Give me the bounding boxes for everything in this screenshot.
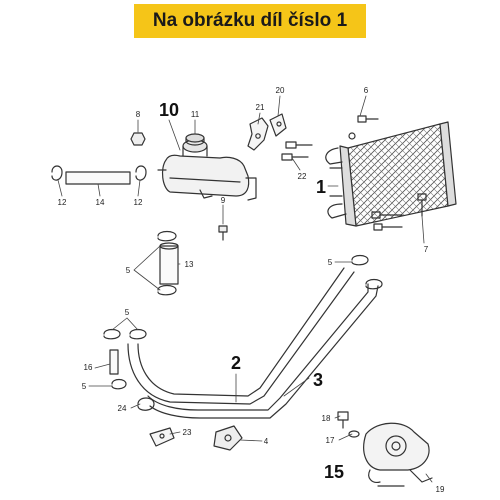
- part-4-fitting[interactable]: [213, 425, 243, 451]
- callout-10: 10: [159, 100, 179, 120]
- callout-5b: 5: [328, 258, 333, 267]
- bracket-part[interactable]: [247, 117, 269, 151]
- nut-part[interactable]: [130, 132, 146, 146]
- pipe-3-part[interactable]: [147, 283, 379, 419]
- callout-5c: 5: [125, 308, 130, 317]
- callout-11: 11: [191, 110, 200, 119]
- clamp-12a-part[interactable]: [51, 165, 63, 181]
- callout-21: 21: [256, 103, 265, 112]
- radiator-part[interactable]: [325, 121, 457, 227]
- clamps-5-right-part[interactable]: [351, 254, 383, 290]
- screws-7-part[interactable]: [371, 193, 427, 231]
- callout-12b: 12: [134, 198, 143, 207]
- callout-4: 4: [264, 437, 269, 446]
- callout-8: 8: [136, 110, 141, 119]
- callout-20: 20: [276, 86, 285, 95]
- callout-14: 14: [96, 198, 105, 207]
- callout-6: 6: [364, 86, 369, 95]
- clamp-12b-part[interactable]: [135, 165, 147, 181]
- callout-7: 7: [424, 245, 429, 254]
- pipe-2-part[interactable]: [127, 267, 355, 405]
- leader-lines: [57, 95, 433, 483]
- callout-19: 19: [436, 485, 445, 494]
- bolt-18-part[interactable]: [337, 411, 349, 429]
- bracket-20-part[interactable]: [269, 113, 287, 137]
- callout-17: 17: [326, 436, 335, 445]
- expansion-tank-part[interactable]: [157, 139, 257, 201]
- hose-13-part[interactable]: [159, 242, 179, 285]
- pipe-16-part[interactable]: [109, 349, 119, 375]
- callout-23: 23: [183, 428, 192, 437]
- callout-labels: 1 2 3 4 5 5 5 5 6 7 8 9 10 11 12 12 13 1…: [58, 86, 445, 494]
- callout-2: 2: [231, 353, 241, 373]
- callout-5a: 5: [126, 266, 131, 275]
- hose-14-part[interactable]: [65, 171, 131, 185]
- clamps-5-upper-part[interactable]: [157, 230, 177, 296]
- callout-13: 13: [185, 260, 194, 269]
- title-banner: Na obrázku díl číslo 1: [134, 4, 366, 38]
- part-17-fitting[interactable]: [348, 430, 360, 438]
- screws-22-part[interactable]: [281, 141, 313, 161]
- callout-5d: 5: [82, 382, 87, 391]
- callout-15: 15: [324, 462, 344, 482]
- screw-6-part[interactable]: [357, 115, 379, 123]
- callout-22: 22: [298, 172, 307, 181]
- callout-24: 24: [118, 404, 127, 413]
- title-text: Na obrázku díl číslo 1: [152, 10, 348, 31]
- callout-18: 18: [322, 414, 331, 423]
- bracket-23-part[interactable]: [149, 427, 175, 447]
- callout-16: 16: [84, 363, 93, 372]
- callout-3: 3: [313, 370, 323, 390]
- clamps-5-left-part[interactable]: [103, 328, 147, 390]
- callout-12a: 12: [58, 198, 67, 207]
- clamp-24-part[interactable]: [137, 397, 155, 411]
- callout-9: 9: [221, 196, 226, 205]
- callout-1: 1: [316, 177, 326, 197]
- water-pump-part[interactable]: [363, 422, 433, 487]
- screw-9-part[interactable]: [218, 225, 228, 241]
